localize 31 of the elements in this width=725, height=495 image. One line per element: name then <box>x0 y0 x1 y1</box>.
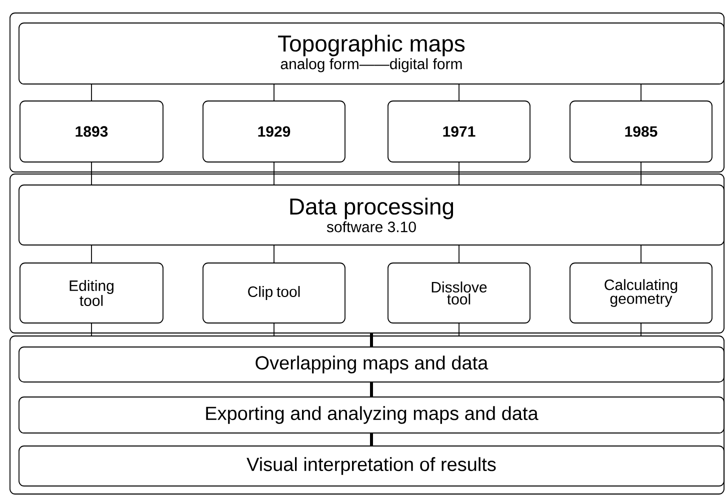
panel-box <box>10 12 724 172</box>
connector-line <box>370 382 373 397</box>
connector-line <box>370 433 373 446</box>
connector-line <box>458 84 460 101</box>
connector-line <box>91 162 92 185</box>
connector-line <box>640 245 642 263</box>
year-box: 1929 <box>202 100 346 162</box>
year-box: 1985 <box>570 100 712 162</box>
header-box: Topographic maps analog form——digital form <box>18 22 724 84</box>
year-box: 1893 <box>20 100 164 162</box>
tool-box: Editing tool <box>20 262 164 324</box>
panel-box <box>10 174 724 334</box>
step-box: Visual interpretation of results <box>18 446 724 486</box>
tool-box: Calculating geometry <box>570 262 712 324</box>
tool-box: Disslove tool <box>388 262 530 324</box>
connector-line <box>458 245 460 263</box>
header-box: Data processing software 3.10 <box>18 184 724 246</box>
connector-line <box>458 323 460 336</box>
panel-box <box>10 336 724 494</box>
step-box: Overlapping maps and data <box>18 346 724 382</box>
connector-line <box>458 162 460 185</box>
connector-line <box>91 245 92 263</box>
connector-line <box>640 162 642 185</box>
connector-line <box>640 84 642 101</box>
connector-line <box>91 323 92 336</box>
connector-line <box>370 333 373 347</box>
tool-box: Clip tool <box>202 262 346 324</box>
step-box: Exporting and analyzing maps and data <box>18 396 724 434</box>
connector-line <box>640 323 642 336</box>
year-box: 1971 <box>388 100 530 162</box>
connector-line <box>91 84 92 101</box>
